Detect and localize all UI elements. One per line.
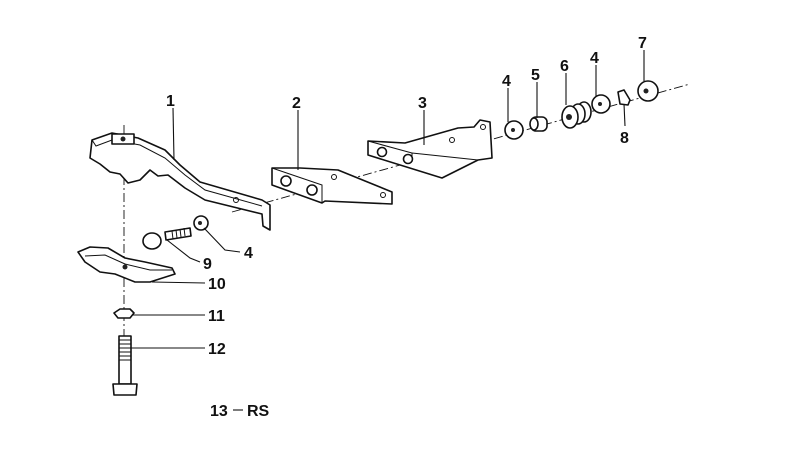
- part-4-washer[interactable]: [591, 94, 611, 114]
- part-3-bracket[interactable]: [367, 119, 493, 179]
- callout-7: 7: [638, 35, 647, 52]
- callout-4: 4: [244, 245, 253, 262]
- callout-5: 5: [531, 67, 540, 84]
- callout-11: 11: [208, 308, 225, 325]
- part-11-nut[interactable]: [113, 308, 135, 319]
- part-12-bolt[interactable]: [112, 335, 138, 396]
- callout-9: 9: [203, 256, 212, 273]
- callout-4: 4: [502, 73, 511, 90]
- part-9-bolt[interactable]: [142, 227, 192, 250]
- part-10-clamp-plate[interactable]: [77, 246, 176, 283]
- callout-3: 3: [418, 95, 427, 112]
- callout-4: 4: [590, 50, 599, 67]
- part-5-bushing[interactable]: [529, 116, 548, 132]
- part-8-lock-washer[interactable]: [617, 89, 631, 106]
- part-6-rubber-mount[interactable]: [561, 101, 592, 129]
- part-2-bracket[interactable]: [271, 167, 393, 205]
- callout-8: 8: [620, 130, 629, 147]
- assembly-axis-horizontal: [231, 83, 691, 213]
- part-4-washer[interactable]: [193, 215, 209, 231]
- leader-lines: [131, 50, 645, 349]
- callout-12: 12: [208, 341, 226, 358]
- part-4-washer[interactable]: [504, 120, 524, 140]
- callout-2: 2: [292, 95, 301, 112]
- callout-10: 10: [208, 276, 226, 293]
- callout-6: 6: [560, 58, 569, 75]
- callout-1: 1: [166, 93, 175, 110]
- footer-number: 13: [210, 403, 228, 420]
- part-1-clamp-arm[interactable]: [89, 132, 271, 231]
- part-7-nut[interactable]: [637, 80, 659, 102]
- footer-code: RS: [247, 403, 270, 420]
